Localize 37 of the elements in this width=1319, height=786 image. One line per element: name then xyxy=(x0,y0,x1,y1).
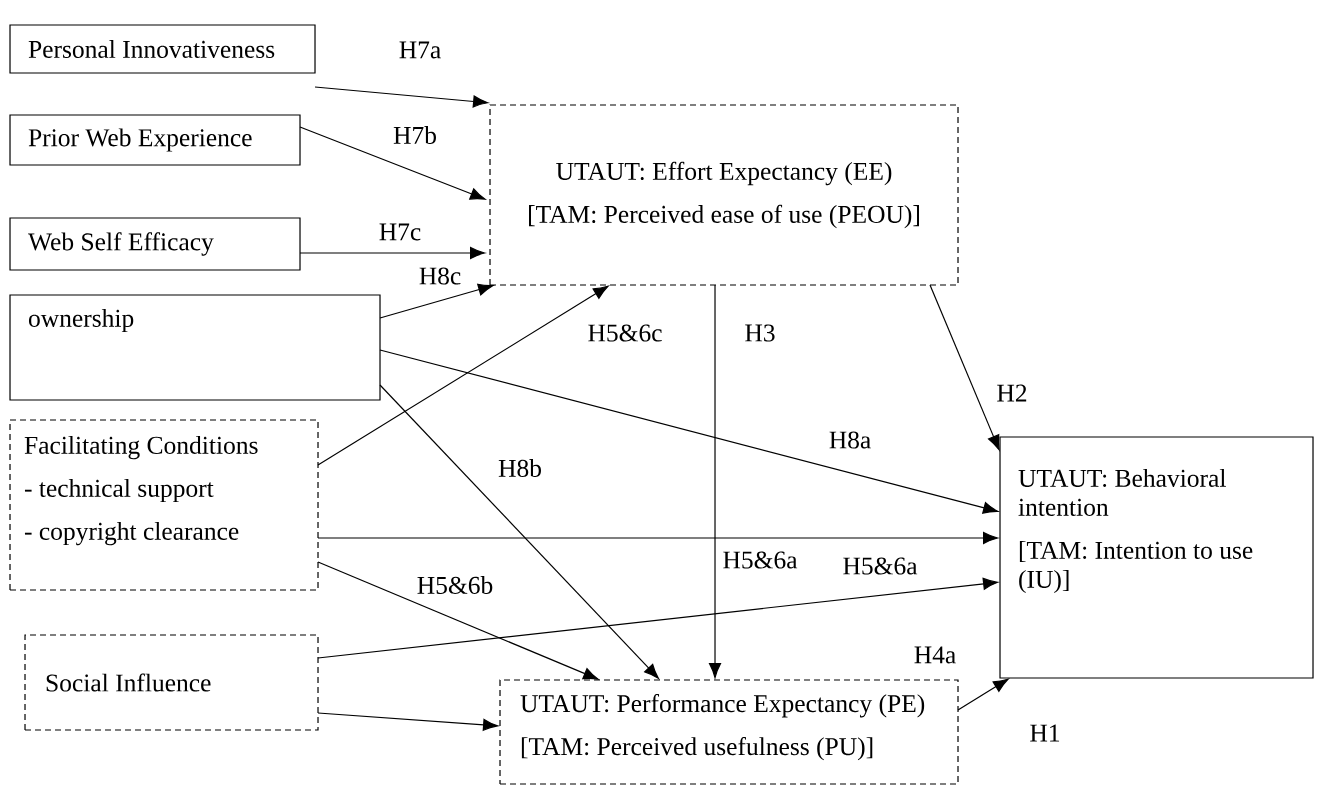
arrow xyxy=(317,531,999,545)
edge-label: H8b xyxy=(497,458,543,478)
edge-label: H5&6a xyxy=(841,556,919,576)
box: Web Self Efficacy xyxy=(9,217,301,271)
arrow xyxy=(317,285,609,466)
box: UTAUT: Behavioral intention [TAM: Intention to use (IU)] xyxy=(999,436,1314,679)
arrow xyxy=(317,561,599,680)
arrow xyxy=(957,678,1009,711)
arrow xyxy=(317,712,499,731)
arrow xyxy=(379,283,494,319)
dashed-box: Facilitating Conditions - technical support - copyright clearance xyxy=(9,419,319,591)
dashed-box: UTAUT: Performance Expectancy (PE) [TAM: Perceived usefulness (PU)] xyxy=(499,679,959,785)
arrow xyxy=(299,126,486,200)
dashed-box: Social Influence xyxy=(24,634,319,731)
edge-label: H2 xyxy=(995,383,1029,403)
edge-label: H8c xyxy=(417,266,463,286)
arrow xyxy=(317,577,999,659)
hypothesis-label: H4a xyxy=(914,646,956,664)
edge-label: H7c xyxy=(377,222,423,242)
edge-label: H7b xyxy=(392,125,438,145)
arrow xyxy=(379,349,999,514)
arrow xyxy=(299,246,486,260)
edge-label: H7a xyxy=(397,40,443,60)
arrow xyxy=(929,284,1000,451)
dashed-box: UTAUT: Effort Expectancy (EE) [TAM: Perceived ease of use (PEOU)] xyxy=(489,104,959,286)
arrow xyxy=(314,86,489,108)
box: ownership xyxy=(9,294,381,401)
box: Personal Innovativeness xyxy=(9,24,316,74)
edge-label: H8a xyxy=(827,430,873,450)
edge-label: H5&6a xyxy=(721,550,799,570)
edge-label: H3 xyxy=(743,323,777,343)
edge-label: H5&6c xyxy=(586,323,664,343)
arrow xyxy=(379,384,659,679)
box: Prior Web Experience xyxy=(9,114,301,166)
edge-label: H5&6b xyxy=(415,575,495,595)
edge-label: H1 xyxy=(1028,723,1062,743)
arrow xyxy=(708,284,722,679)
